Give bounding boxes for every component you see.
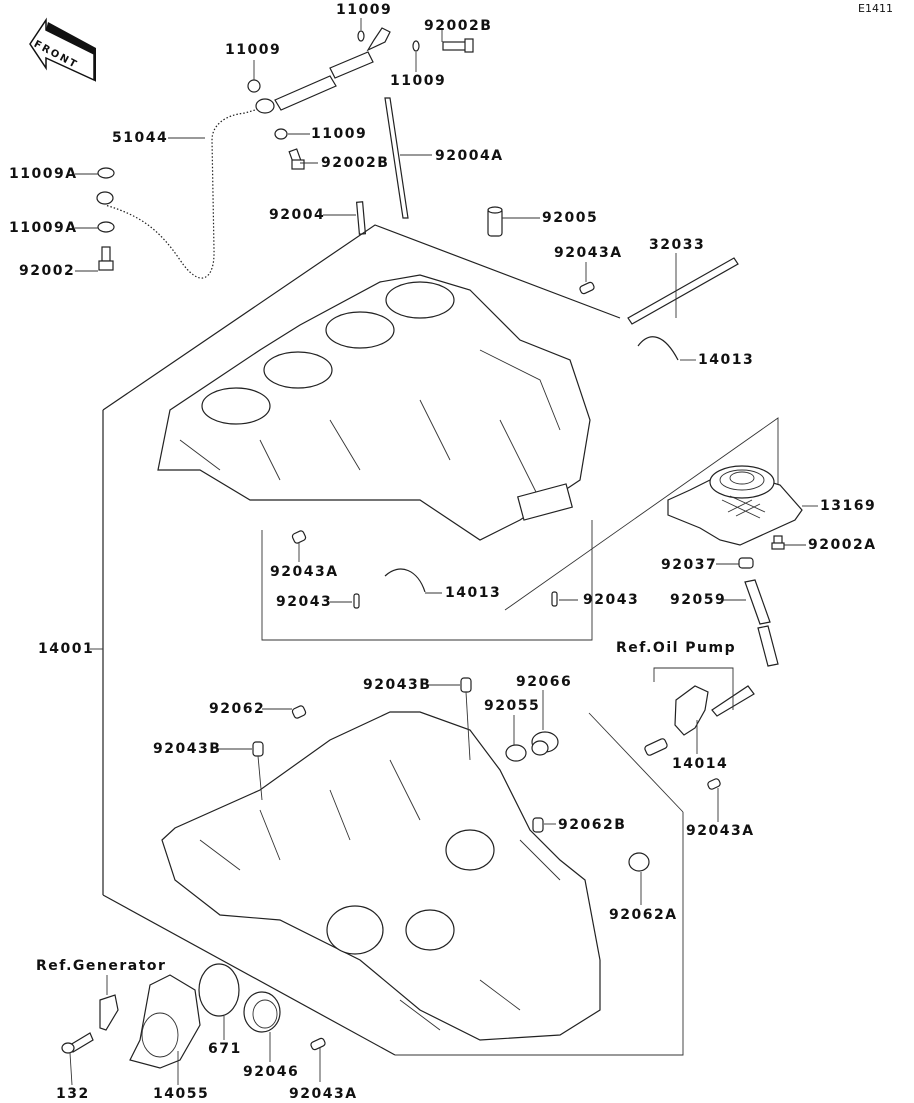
reference-generator[interactable]: Ref.Generator	[36, 958, 167, 974]
part-label-13169[interactable]: 13169	[820, 498, 877, 514]
part-label-92059[interactable]: 92059	[670, 592, 727, 608]
leader-lines	[69, 18, 818, 1086]
part-label-92043[interactable]: 92043	[583, 592, 640, 608]
o-ring-671-part	[198, 963, 240, 1017]
assembly-bracket-line	[261, 520, 593, 641]
part-label-92062[interactable]: 92062	[209, 701, 266, 717]
part-label-92004[interactable]: 92004	[269, 207, 326, 223]
thrust-bearing-part	[384, 568, 426, 593]
upper-crankcase-part	[157, 274, 591, 541]
part-label-11009[interactable]: 11009	[225, 42, 282, 58]
part-label-92005[interactable]: 92005	[542, 210, 599, 226]
part-label-92066[interactable]: 92066	[516, 674, 573, 690]
dowel-part	[707, 778, 721, 790]
washer-part	[274, 128, 288, 140]
part-label-92043A[interactable]: 92043A	[270, 564, 339, 580]
part-label-92043A[interactable]: 92043A	[554, 245, 623, 261]
figure-code: E1411	[858, 2, 893, 15]
dowel-part	[252, 741, 264, 757]
clamp-part	[99, 994, 119, 1031]
part-label-92004A[interactable]: 92004A	[435, 148, 504, 164]
bolt-part	[61, 1032, 94, 1054]
oil-hose-part	[96, 27, 391, 281]
part-label-51044[interactable]: 51044	[112, 130, 169, 146]
rod-32033-part	[627, 257, 739, 325]
dowel-part	[310, 1037, 326, 1051]
washer-part	[97, 167, 115, 179]
dowel-part	[353, 593, 360, 609]
drain-plug-part	[531, 731, 559, 756]
clamp-part	[738, 557, 754, 569]
dowel-part	[460, 677, 472, 693]
part-label-92062B[interactable]: 92062B	[558, 817, 627, 833]
part-label-132[interactable]: 132	[56, 1086, 90, 1102]
reference-oil-pump[interactable]: Ref.Oil Pump	[616, 640, 737, 656]
lower-crankcase-part	[161, 711, 601, 1041]
oil-pump-bracket-part	[674, 685, 709, 736]
part-label-14001[interactable]: 14001	[38, 641, 95, 657]
front-arrow-icon	[29, 17, 96, 82]
plug-part	[291, 705, 307, 719]
part-label-11009A[interactable]: 11009A	[9, 220, 78, 236]
bolt-part	[771, 535, 785, 550]
plug-part	[532, 817, 544, 833]
bolt-part	[288, 148, 305, 170]
part-label-92043B[interactable]: 92043B	[363, 677, 432, 693]
part-label-92046[interactable]: 92046	[243, 1064, 300, 1080]
assembly-bracket-line	[588, 712, 684, 813]
part-label-92002A[interactable]: 92002A	[808, 537, 877, 553]
part-label-14014[interactable]: 14014	[672, 756, 729, 772]
part-label-671[interactable]: 671	[208, 1041, 242, 1057]
part-label-11009A[interactable]: 11009A	[9, 166, 78, 182]
stud-92004A-part	[384, 97, 409, 219]
plug-part	[628, 852, 650, 872]
part-label-11009[interactable]: 11009	[336, 2, 393, 18]
assembly-bracket-line	[395, 812, 684, 1056]
washer-part	[97, 221, 115, 233]
oil-strainer-part	[667, 465, 803, 546]
part-label-92043B[interactable]: 92043B	[153, 741, 222, 757]
part-label-14013[interactable]: 14013	[445, 585, 502, 601]
part-label-92062A[interactable]: 92062A	[609, 907, 678, 923]
assembly-bracket-line	[102, 224, 621, 411]
part-label-92043A[interactable]: 92043A	[686, 823, 755, 839]
part-label-92043A[interactable]: 92043A	[289, 1086, 358, 1102]
dowel-part	[579, 281, 595, 295]
part-label-11009[interactable]: 11009	[311, 126, 368, 142]
thrust-bearing-part	[637, 336, 679, 361]
part-label-92002B[interactable]: 92002B	[321, 155, 390, 171]
part-label-92002B[interactable]: 92002B	[424, 18, 493, 34]
dowel-part	[291, 530, 307, 544]
o-ring-part	[505, 744, 527, 762]
stud-92004-part	[355, 201, 367, 235]
washer-part	[412, 40, 420, 52]
dowel-92005-part	[487, 206, 503, 237]
pipe-92059-part	[744, 579, 779, 667]
bolt-part	[442, 38, 474, 53]
assembly-bracket-line	[102, 894, 396, 1056]
part-label-32033[interactable]: 32033	[649, 237, 706, 253]
washer-part	[357, 30, 365, 42]
part-label-14013[interactable]: 14013	[698, 352, 755, 368]
generator-cover-14055-part	[129, 974, 201, 1069]
dowel-part	[551, 591, 558, 607]
bolt-part	[98, 246, 114, 271]
part-label-14055[interactable]: 14055	[153, 1086, 210, 1102]
bearing-92046-part	[243, 991, 281, 1033]
washer-part	[247, 79, 261, 93]
dowel-part	[644, 738, 668, 756]
part-label-11009[interactable]: 11009	[390, 73, 447, 89]
part-label-92037[interactable]: 92037	[661, 557, 718, 573]
part-label-92002[interactable]: 92002	[19, 263, 76, 279]
part-label-92055[interactable]: 92055	[484, 698, 541, 714]
part-label-92043[interactable]: 92043	[276, 594, 333, 610]
